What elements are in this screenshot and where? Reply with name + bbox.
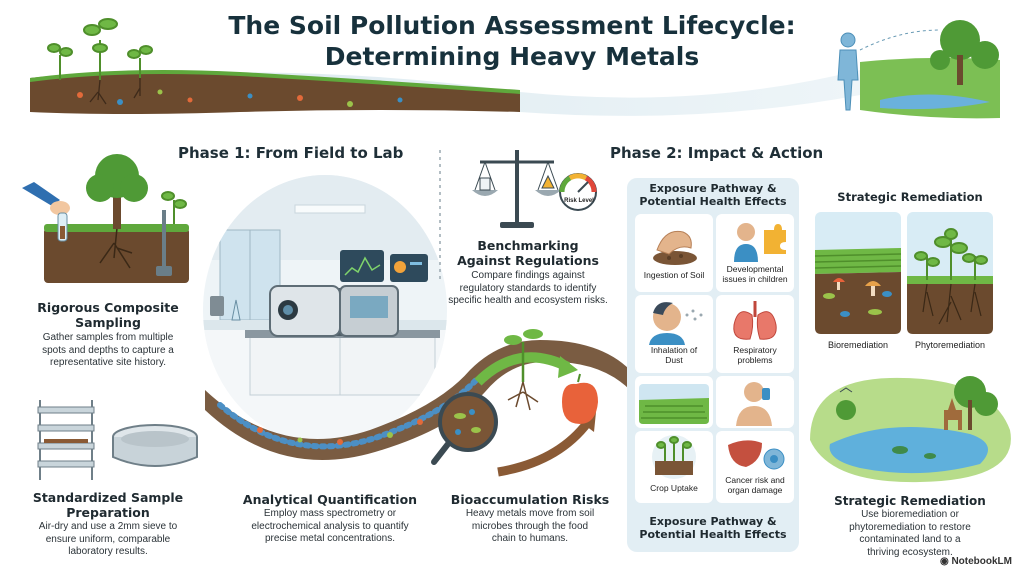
exposure-panel-footer: Exposure Pathway & Potential Health Effe… bbox=[632, 515, 794, 541]
bioremediation-caption: Bioremediation bbox=[827, 340, 889, 350]
bioaccumulation-title: Bioaccumulation Risks bbox=[450, 492, 610, 507]
bioaccumulation-text-line-3: chain to humans. bbox=[491, 533, 569, 544]
remediation-text-line-4: thriving ecosystem. bbox=[867, 546, 953, 558]
top-landscape-banner bbox=[30, 18, 1000, 119]
inhalation-caption: Inhalation of Dust bbox=[635, 345, 713, 365]
cancer-caption: Cancer risk and organ damage bbox=[716, 475, 794, 495]
benchmark-text-line-2: regulatory standards to identify bbox=[459, 282, 597, 294]
ingestion-caption: Ingestion of Soil bbox=[643, 270, 705, 280]
child-puzzle-icon bbox=[734, 223, 786, 262]
remediation-header: Strategic Remediation bbox=[837, 190, 983, 204]
bioaccumulation-text-line-2: microbes through the food bbox=[471, 520, 589, 532]
soil-sampling-illustration bbox=[22, 154, 189, 283]
benchmark-text-line-3: specific health and ecosystem risks. bbox=[448, 295, 608, 306]
exposure-footer-line-1: Exposure Pathway & bbox=[649, 515, 777, 528]
preparation-text: Air-dry and use a 2mm sieve to ensure un… bbox=[8, 521, 208, 559]
benchmark-text-line-1: Compare findings against bbox=[471, 270, 585, 281]
developmental-caption-line-1: Developmental bbox=[726, 264, 784, 274]
bioaccumulation-text: Heavy metals move from soil microbes thr… bbox=[440, 508, 620, 546]
benchmark-title: Benchmarking Against Regulations bbox=[448, 238, 608, 268]
remediation-text-line-1: Use bioremediation or bbox=[861, 509, 959, 520]
phase-divider-line bbox=[439, 150, 441, 280]
exposure-cell-respiratory: Respiratory problems bbox=[716, 295, 794, 373]
quantification-text-line-3: precise metal concentrations. bbox=[264, 533, 396, 544]
plant-roots-icon bbox=[652, 435, 696, 479]
sampling-text: Gather samples from multiple spots and d… bbox=[8, 332, 208, 370]
person-eating-icon bbox=[736, 382, 772, 426]
remediation-text-line-3: contaminated land to a bbox=[859, 534, 961, 545]
exposure-panel-header: Exposure Pathway & Potential Health Effe… bbox=[632, 182, 794, 208]
exposure-cell-developmental: Developmental issues in children bbox=[716, 214, 794, 292]
inhalation-caption-line-2: Dust bbox=[665, 355, 683, 365]
exposure-cell-cancer: Cancer risk and organ damage bbox=[716, 431, 794, 503]
bioaccumulation-cycle-illustration bbox=[431, 329, 598, 477]
respiratory-caption: Respiratory problems bbox=[716, 345, 794, 365]
preparation-title: Standardized Sample Preparation bbox=[18, 490, 198, 520]
restored-ecosystem-illustration bbox=[810, 376, 1011, 483]
sampling-title-line-1: Rigorous Composite bbox=[37, 300, 179, 315]
logo-text: NotebookLM bbox=[951, 556, 1012, 567]
cancer-caption-line-2: organ damage bbox=[727, 485, 783, 495]
preparation-title-line-1: Standardized Sample bbox=[32, 490, 184, 505]
respiratory-caption-line-1: Respiratory bbox=[733, 345, 777, 355]
exposure-footer-line-2: Potential Health Effects bbox=[639, 528, 787, 541]
preparation-text-line-1: Air-dry and use a 2mm sieve to bbox=[38, 521, 178, 532]
exposure-header-line-2: Potential Health Effects bbox=[639, 195, 787, 208]
sampling-title-line-2: Sampling bbox=[75, 315, 141, 330]
liver-cell-icon bbox=[728, 440, 785, 470]
phytoremediation-caption: Phytoremediation bbox=[914, 340, 986, 350]
crop-field-icon bbox=[639, 384, 709, 424]
laboratory-spectrometer-illustration bbox=[203, 175, 447, 445]
person-breathing-dust-icon bbox=[649, 302, 703, 345]
exposure-header-line-1: Exposure Pathway & bbox=[649, 182, 777, 195]
exposure-cell-ingestion: Ingestion of Soil bbox=[635, 214, 713, 292]
phase-2-label: Phase 2: Impact & Action bbox=[610, 144, 824, 162]
page-title: The Soil Pollution Assessment Lifecycle:… bbox=[0, 10, 1024, 72]
sampling-text-line-1: Gather samples from multiple bbox=[42, 332, 174, 343]
benchmark-title-line-1: Benchmarking bbox=[477, 238, 579, 253]
inhalation-caption-line-1: Inhalation of bbox=[650, 345, 698, 355]
notebooklm-logo: ◉ NotebookLM bbox=[940, 556, 1012, 567]
sampling-text-line-3: representative site history. bbox=[50, 357, 166, 368]
preparation-text-line-3: laboratory results. bbox=[68, 546, 148, 557]
remediation-text-line-2: phytoremediation to restore bbox=[849, 521, 971, 533]
developmental-caption-line-2: issues in children bbox=[722, 274, 788, 284]
respiratory-caption-line-2: problems bbox=[737, 355, 773, 365]
quantification-title: Analytical Quantification bbox=[242, 492, 418, 507]
risk-level-gauge-label: Risk Level bbox=[564, 198, 594, 204]
benchmark-title-line-2: Against Regulations bbox=[457, 253, 599, 268]
exposure-cell-field bbox=[635, 376, 713, 428]
sampling-text-line-2: spots and depths to capture a bbox=[42, 344, 174, 356]
phase-1-label: Phase 1: From Field to Lab bbox=[178, 144, 404, 162]
bioaccumulation-text-line-1: Heavy metals move from soil bbox=[465, 508, 595, 519]
exposure-cell-person bbox=[716, 376, 794, 428]
phytoremediation-illustration bbox=[907, 212, 993, 334]
preparation-text-line-2: ensure uniform, comparable bbox=[45, 533, 171, 545]
drying-rack-and-sieve-illustration bbox=[37, 400, 198, 480]
quantification-text-line-1: Employ mass spectrometry or bbox=[263, 508, 397, 519]
remediation-title: Strategic Remediation bbox=[834, 494, 986, 508]
benchmark-text: Compare findings against regulatory stan… bbox=[438, 270, 618, 308]
remediation-text: Use bioremediation or phytoremediation t… bbox=[810, 509, 1010, 559]
hand-soil-icon bbox=[653, 230, 697, 265]
scale-and-gauge-illustration bbox=[472, 150, 597, 228]
sampling-title: Rigorous Composite Sampling bbox=[18, 300, 198, 330]
bioremediation-illustration bbox=[815, 212, 901, 334]
preparation-title-line-2: Preparation bbox=[66, 505, 150, 520]
title-line-1: The Soil Pollution Assessment Lifecycle: bbox=[228, 11, 796, 40]
exposure-cell-crop-uptake: Crop Uptake bbox=[635, 431, 713, 503]
exposure-cell-inhalation: Inhalation of Dust bbox=[635, 295, 713, 373]
quantification-text-line-2: electrochemical analysis to quantify bbox=[251, 520, 409, 532]
crop-uptake-caption: Crop Uptake bbox=[650, 483, 698, 493]
lungs-icon bbox=[733, 301, 777, 340]
quantification-text: Employ mass spectrometry or electrochemi… bbox=[222, 508, 438, 546]
logo-icon: ◉ bbox=[939, 556, 952, 567]
title-line-2: Determining Heavy Metals bbox=[324, 42, 700, 71]
developmental-caption: Developmental issues in children bbox=[716, 264, 794, 284]
cancer-caption-line-1: Cancer risk and bbox=[725, 475, 785, 485]
